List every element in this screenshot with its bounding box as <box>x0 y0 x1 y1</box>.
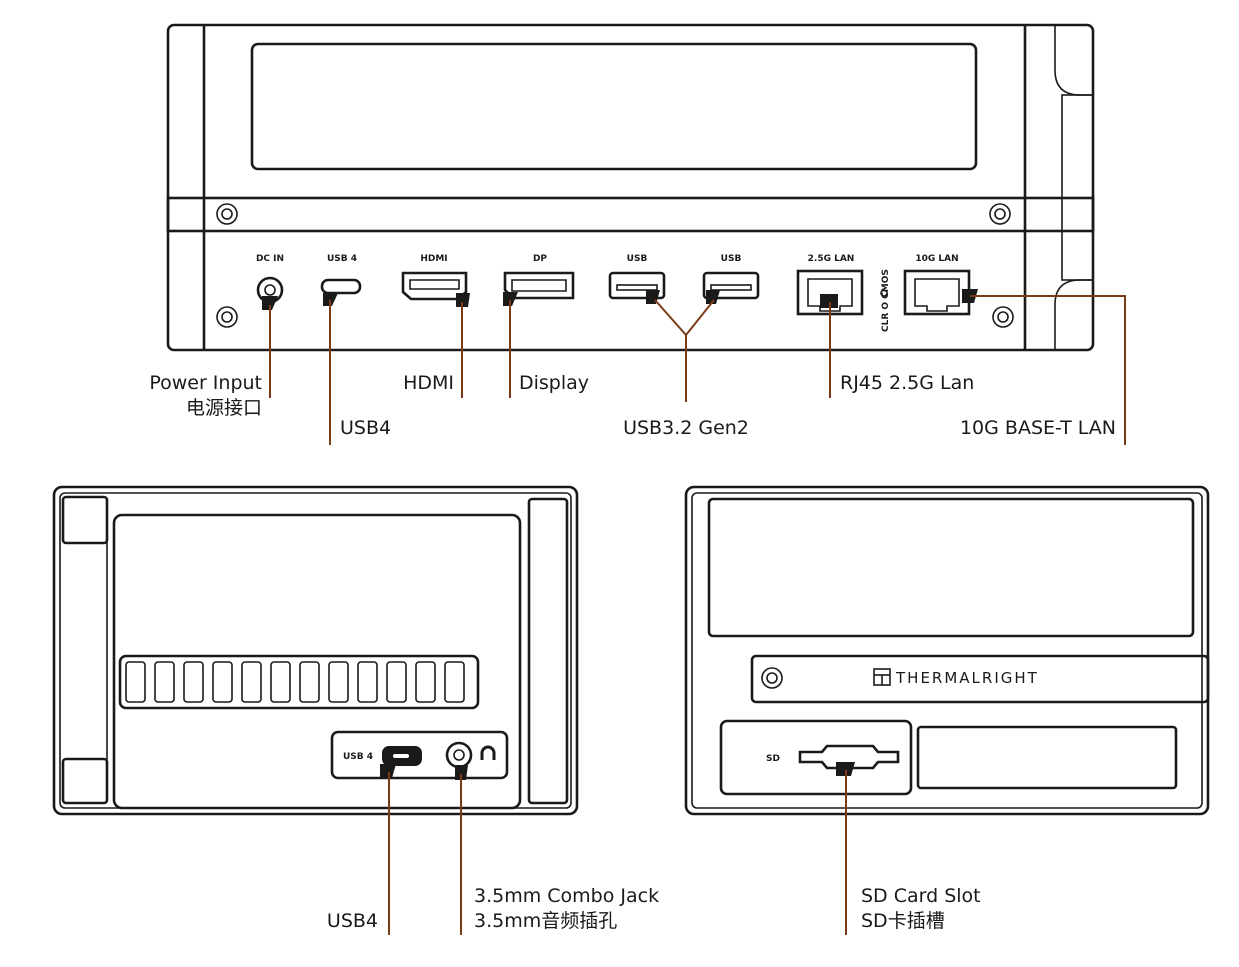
rj45-port-10g <box>903 269 971 316</box>
audio-jack <box>445 741 473 769</box>
vent-slot <box>357 661 378 703</box>
callout-rj45: RJ45 2.5G Lan <box>840 372 974 394</box>
port-label-dp: DP <box>533 254 547 264</box>
callout-usb32: USB3.2 Gen2 <box>623 417 749 439</box>
usb-a-port <box>702 271 760 300</box>
port-label-dc-in: DC IN <box>256 254 284 264</box>
port-label-usb-a2: USB <box>721 254 742 264</box>
sd-bay <box>719 719 913 796</box>
vent-slot <box>444 661 465 703</box>
callout-combo-jack-cn: 3.5mm音频插孔 <box>474 910 617 932</box>
rear-display-window <box>250 42 978 171</box>
port-label-lan-25g: 2.5G LAN <box>808 254 855 264</box>
brand-name: THERMALRIGHT <box>895 669 1039 687</box>
vent-slot <box>125 661 146 703</box>
leader-lines <box>262 289 1126 445</box>
corner-foot <box>61 757 109 805</box>
port-label-clr-cmos: CLR O CMOS <box>881 269 891 332</box>
thermalright-logo-icon <box>873 668 891 686</box>
vent-slot <box>386 661 407 703</box>
port-label-usb4: USB 4 <box>327 254 357 264</box>
sd-card-slot <box>798 744 900 770</box>
front-blank-panel <box>916 725 1178 790</box>
vent-slot <box>270 661 291 703</box>
vent-slot <box>154 661 175 703</box>
callout-power-input-cn: 电源接口 <box>186 397 262 419</box>
vent-slot <box>241 661 262 703</box>
screw-icon <box>992 306 1014 328</box>
callout-10g-lan: 10G BASE-T LAN <box>960 417 1116 439</box>
headphone-icon <box>480 745 496 760</box>
usb-a-port <box>608 271 666 300</box>
front-panel: THERMALRIGHT SD SD Card Slot SD卡插槽 <box>684 485 1210 935</box>
port-label-side-usb4: USB 4 <box>343 752 373 762</box>
usb4-port <box>320 278 362 295</box>
vent-slot <box>212 661 233 703</box>
port-label-usb-a1: USB <box>627 254 648 264</box>
vent-slot <box>328 661 349 703</box>
clr-cmos-button <box>880 289 888 297</box>
brand-bar <box>750 654 1210 704</box>
side-rail <box>527 497 569 805</box>
screw-icon <box>989 203 1011 225</box>
side-panel: USB 4 USB4 3.5mm Combo Jack 3.5mm音频插孔 <box>52 485 659 935</box>
vent-slot <box>183 661 204 703</box>
port-label-hdmi: HDMI <box>420 254 447 264</box>
screw-icon <box>761 667 783 689</box>
front-display-window <box>707 497 1195 638</box>
callout-sd-slot-cn: SD卡插槽 <box>861 910 945 932</box>
screw-icon <box>216 203 238 225</box>
side-cover <box>112 513 522 810</box>
callout-power-input: Power Input <box>149 372 262 394</box>
dp-port <box>503 271 575 300</box>
corner-foot <box>61 495 109 545</box>
side-port-bay <box>330 730 509 780</box>
rear-panel: DC IN USB 4 HDMI DP USB USB 2.5G LAN CLR… <box>149 23 1126 445</box>
vent-slot <box>415 661 436 703</box>
callout-sd-slot: SD Card Slot <box>861 885 981 907</box>
port-label-sd: SD <box>766 754 780 764</box>
vent-slot <box>299 661 320 703</box>
screw-icon <box>216 306 238 328</box>
callout-usb4: USB4 <box>340 417 391 439</box>
vent-grille <box>118 654 480 710</box>
port-label-lan-10g: 10G LAN <box>915 254 958 264</box>
callout-display: Display <box>519 372 589 394</box>
callout-side-usb4: USB4 <box>327 910 378 932</box>
callout-hdmi: HDMI <box>403 372 454 394</box>
callout-combo-jack: 3.5mm Combo Jack <box>474 885 659 907</box>
